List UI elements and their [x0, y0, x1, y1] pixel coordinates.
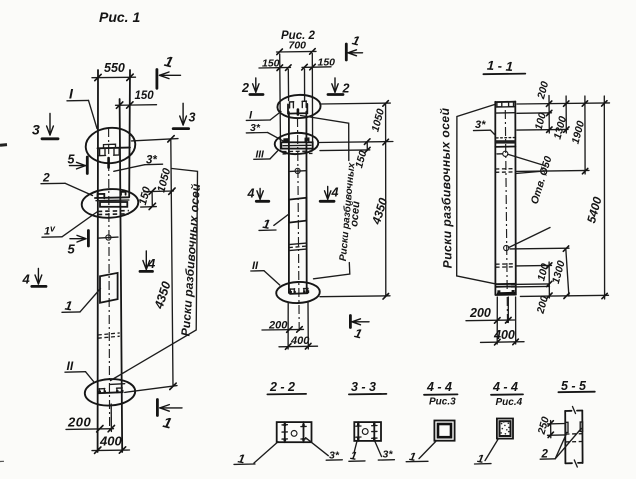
svg-text:1: 1 [408, 451, 416, 464]
svg-text:2: 2 [342, 82, 350, 96]
svg-text:150: 150 [135, 90, 155, 102]
svg-text:4: 4 [247, 187, 255, 201]
svg-text:250: 250 [535, 415, 551, 436]
svg-text:I: I [69, 86, 74, 102]
svg-text:5400: 5400 [584, 195, 605, 225]
svg-text:3*: 3* [146, 155, 157, 167]
svg-text:1300: 1300 [550, 259, 568, 285]
svg-text:3: 3 [189, 111, 196, 125]
svg-text:5 - 5: 5 - 5 [561, 379, 587, 393]
svg-text:1: 1 [476, 453, 484, 466]
svg-text:Рис. 1: Рис. 1 [99, 9, 140, 25]
svg-text:4 - 4: 4 - 4 [492, 380, 518, 394]
svg-text:1: 1 [162, 53, 174, 72]
svg-text:1: 1 [351, 32, 362, 48]
svg-text:400: 400 [99, 434, 122, 449]
svg-text:1: 1 [237, 451, 246, 466]
svg-text:4: 4 [147, 256, 156, 271]
svg-text:400: 400 [493, 328, 515, 342]
svg-text:200: 200 [268, 320, 288, 332]
svg-text:4 - 4: 4 - 4 [426, 380, 452, 394]
svg-text:v: v [50, 224, 56, 234]
svg-text:200: 200 [535, 80, 551, 101]
svg-text:150: 150 [318, 57, 336, 69]
svg-text:1050: 1050 [369, 107, 387, 133]
svg-text:1: 1 [44, 226, 50, 238]
svg-text:700: 700 [289, 40, 307, 52]
svg-text:4: 4 [22, 272, 31, 287]
svg-text:1900: 1900 [570, 119, 588, 145]
svg-text:осей: осей [348, 200, 362, 227]
svg-text:Рис. 2: Рис. 2 [281, 30, 315, 42]
svg-text:150: 150 [262, 58, 280, 70]
svg-text:3*: 3* [250, 122, 261, 134]
svg-text:Рис.4: Рис.4 [496, 397, 523, 408]
svg-text:1: 1 [64, 298, 73, 314]
svg-text:100: 100 [533, 111, 549, 131]
svg-text:550: 550 [104, 61, 125, 75]
svg-text:Рис.3: Рис.3 [429, 397, 456, 408]
svg-text:1: 1 [262, 216, 272, 232]
svg-text:2: 2 [42, 171, 50, 185]
svg-text:II: II [67, 359, 74, 373]
svg-text:3*: 3* [383, 449, 394, 461]
svg-text:3*: 3* [329, 450, 340, 462]
svg-text:1 - 1: 1 - 1 [487, 58, 514, 74]
svg-text:150: 150 [353, 149, 369, 169]
svg-text:III: III [256, 150, 265, 161]
svg-text:3*: 3* [475, 119, 486, 131]
svg-text:200: 200 [469, 306, 491, 320]
svg-text:3: 3 [32, 122, 40, 138]
svg-text:4350: 4350 [151, 280, 173, 312]
svg-text:200: 200 [534, 295, 550, 316]
svg-text:II: II [252, 260, 259, 272]
svg-text:1: 1 [161, 414, 173, 433]
svg-text:2: 2 [241, 81, 249, 95]
svg-text:4350: 4350 [369, 196, 391, 227]
svg-text:Риски разбивочных осей: Риски разбивочных осей [438, 107, 455, 268]
svg-text:100: 100 [535, 262, 551, 282]
svg-text:Риски разбивочных осей: Риски разбивочных осей [178, 183, 203, 337]
svg-text:200: 200 [67, 415, 91, 430]
svg-text:4: 4 [331, 186, 339, 200]
svg-text:3 - 3: 3 - 3 [351, 380, 376, 394]
svg-text:1: 1 [349, 450, 357, 463]
svg-text:2 - 2: 2 - 2 [269, 380, 295, 394]
svg-text:I: I [249, 110, 253, 122]
svg-text:1300: 1300 [552, 115, 570, 141]
svg-text:5: 5 [68, 153, 76, 167]
svg-text:1: 1 [353, 325, 364, 341]
svg-text:2: 2 [541, 449, 549, 461]
svg-text:400: 400 [290, 335, 310, 347]
svg-text:5: 5 [68, 242, 76, 257]
svg-text:150: 150 [137, 185, 154, 207]
